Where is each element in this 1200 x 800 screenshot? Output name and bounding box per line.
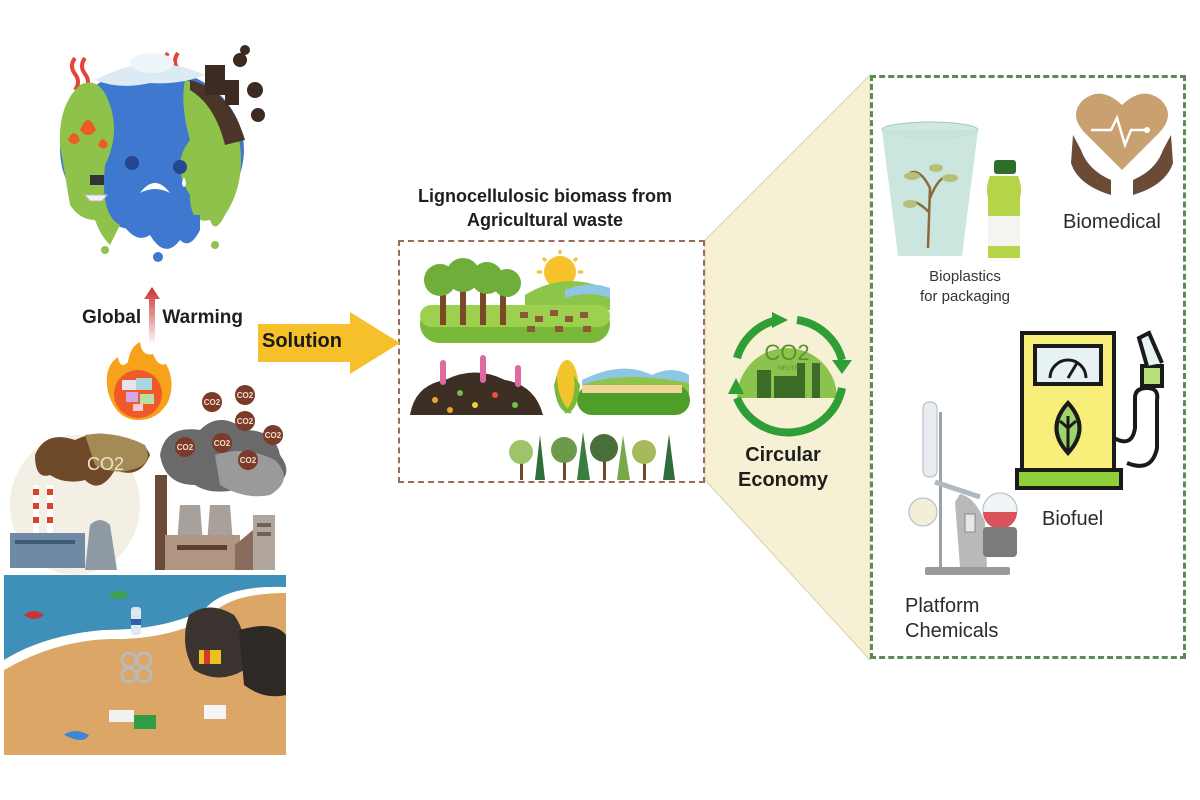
circular-economy-icon: CO2 NEUTRAL: [728, 312, 852, 437]
polluted-beach-icon: [4, 575, 286, 755]
melting-earth-icon: [59, 45, 265, 262]
biofuel-pump-icon: [1015, 330, 1164, 490]
svg-text:CO2: CO2: [265, 431, 282, 440]
svg-text:CO2: CO2: [237, 391, 254, 400]
co2-bubble: CO2: [263, 425, 283, 445]
biomass-title-line2: Agricultural waste: [466, 210, 624, 230]
svg-text:CO2: CO2: [204, 398, 221, 407]
solution-arrow: [258, 312, 400, 374]
biomass-box: [398, 240, 705, 483]
global-warming-label-left: Global Warming: [82, 307, 243, 329]
platform-chemicals-label: Platform Chemicals: [905, 594, 998, 644]
global-warming-label: Global Warming: [82, 307, 243, 328]
biomedical-icon: [1071, 93, 1173, 195]
platform-chemicals-line2: Chemicals: [905, 620, 999, 642]
circular-economy-label: Circular Economy: [718, 443, 848, 493]
circular-economy-line2: Economy: [737, 469, 829, 491]
bioplastics-line1: Bioplastics: [929, 268, 1001, 285]
co2-bubble: CO2: [175, 437, 195, 457]
bioplastics-icon: [881, 121, 1022, 258]
up-arrow-icon: [144, 287, 160, 345]
solution-label: Solution: [262, 330, 342, 352]
bioplastics-label: Bioplastics for packaging: [895, 267, 1035, 307]
circular-economy-line1: Circular: [745, 444, 821, 466]
deforested-land-icon: [420, 250, 610, 343]
co2-bubble: CO2: [212, 433, 232, 453]
co2-bubble: CO2: [238, 450, 258, 470]
forest-icon: [509, 432, 675, 480]
biomass-title-line1: Lignocellulosic biomass from: [417, 186, 673, 206]
platform-chemicals-line1: Platform: [905, 595, 980, 617]
co2-neutral-subtitle: NEUTRAL: [778, 366, 807, 372]
svg-text:CO2: CO2: [237, 417, 254, 426]
biomedical-label: Biomedical: [1063, 211, 1161, 233]
biomass-title: Lignocellulosic biomass from Agricultura…: [380, 184, 710, 232]
svg-text:CO2: CO2: [177, 443, 194, 452]
burning-waste-icon: [106, 342, 172, 420]
svg-text:CO2: CO2: [214, 439, 231, 448]
co2-bubble: CO2: [235, 411, 255, 431]
svg-text:CO2: CO2: [240, 456, 257, 465]
co2-neutral-title: CO2: [764, 340, 809, 365]
co2-smoke-label: CO2: [87, 454, 124, 474]
rotary-evaporator-icon: [908, 401, 1018, 575]
biofuel-label: Biofuel: [1042, 508, 1104, 530]
corn-field-icon: [554, 360, 690, 415]
co2-bubble: CO2: [235, 385, 255, 405]
co2-bubble: CO2: [202, 392, 222, 412]
factory-pollution-icon: CO2 CO2 CO2 CO2 CO2 CO2 CO2 CO2: [10, 385, 287, 575]
compost-icon: [410, 355, 543, 415]
bioplastics-line2: for packaging: [919, 288, 1011, 305]
